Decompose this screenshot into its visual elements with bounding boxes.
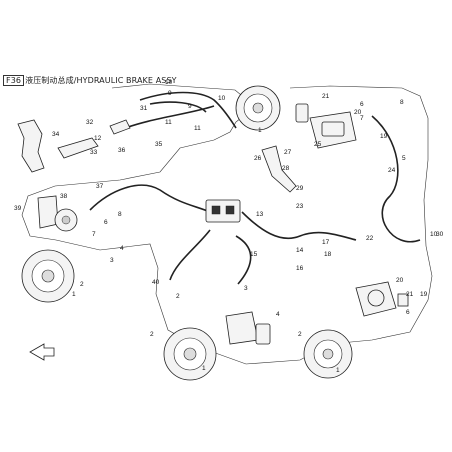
callout-3: 3 bbox=[110, 257, 114, 264]
callout-18: 18 bbox=[324, 251, 332, 258]
brake-disc-top-right bbox=[235, 85, 281, 131]
callout-38: 38 bbox=[60, 193, 68, 200]
callout-14: 14 bbox=[296, 247, 304, 254]
callout-2: 2 bbox=[298, 331, 302, 338]
callout-10: 10 bbox=[218, 95, 226, 102]
figure-title: 液压制动总成/HYDRAULIC BRAKE ASSY bbox=[25, 75, 177, 85]
diagram-title: F36 液压制动总成/HYDRAULIC BRAKE ASSY bbox=[3, 74, 177, 86]
callout-21: 21 bbox=[322, 93, 330, 100]
assembly-outline bbox=[21, 83, 433, 365]
callout-22: 22 bbox=[366, 235, 374, 242]
callout-20: 20 bbox=[396, 277, 404, 284]
callout-25: 25 bbox=[314, 141, 322, 148]
callout-10: 10 bbox=[430, 231, 438, 238]
brake-line-right bbox=[371, 115, 421, 243]
callout-7: 7 bbox=[92, 231, 96, 238]
bracket-26 bbox=[261, 145, 297, 193]
caliper-left bbox=[37, 195, 78, 232]
figure-code: F36 bbox=[3, 74, 25, 86]
callout-19: 19 bbox=[380, 133, 388, 140]
callout-16: 16 bbox=[296, 265, 304, 272]
callout-2: 2 bbox=[80, 281, 84, 288]
callout-31: 31 bbox=[140, 105, 148, 112]
callout-21: 21 bbox=[406, 291, 414, 298]
callout-12: 12 bbox=[94, 135, 102, 142]
callout-13: 13 bbox=[256, 211, 264, 218]
callout-33: 33 bbox=[90, 149, 98, 156]
callout-30: 30 bbox=[436, 231, 444, 238]
callout-26: 26 bbox=[254, 155, 262, 162]
callout-7: 7 bbox=[360, 115, 364, 122]
callout-9: 9 bbox=[168, 90, 172, 97]
callout-1: 1 bbox=[258, 127, 262, 134]
callout-6: 6 bbox=[360, 101, 364, 108]
callout-15: 15 bbox=[250, 251, 258, 258]
callout-2: 2 bbox=[150, 331, 154, 338]
callout-40: 40 bbox=[152, 279, 160, 286]
callout-17: 17 bbox=[322, 239, 330, 246]
caliper-bottom-center bbox=[225, 311, 271, 345]
callout-34: 34 bbox=[52, 131, 60, 138]
callout-9: 9 bbox=[188, 103, 192, 110]
callout-8: 8 bbox=[400, 99, 404, 106]
callout-6: 6 bbox=[406, 309, 410, 316]
callout-4: 4 bbox=[276, 311, 280, 318]
callout-1: 1 bbox=[202, 365, 206, 372]
brake-disc-left bbox=[21, 249, 75, 303]
callout-6: 6 bbox=[104, 219, 108, 226]
callout-36: 36 bbox=[118, 147, 126, 154]
distribution-block bbox=[205, 199, 241, 223]
callout-27: 27 bbox=[284, 149, 292, 156]
caliper-top-right bbox=[295, 103, 357, 149]
brake-lines-middle bbox=[89, 184, 357, 285]
callout-28: 28 bbox=[282, 165, 290, 172]
callout-5: 5 bbox=[402, 155, 406, 162]
callout-8: 8 bbox=[118, 211, 122, 218]
callout-39: 39 bbox=[14, 205, 22, 212]
callout-11: 11 bbox=[194, 125, 201, 132]
callout-1: 1 bbox=[336, 367, 340, 374]
callout-4: 4 bbox=[120, 245, 124, 252]
callout-1: 1 bbox=[72, 291, 76, 298]
direction-arrow bbox=[29, 343, 55, 361]
callout-23: 23 bbox=[296, 203, 304, 210]
callout-2: 2 bbox=[176, 293, 180, 300]
callout-29: 29 bbox=[296, 185, 304, 192]
callout-24: 24 bbox=[388, 167, 396, 174]
callout-11: 11 bbox=[165, 119, 172, 126]
callouts: 10 9 31 10 9 11 11 1 32 34 12 33 35 36 2… bbox=[14, 79, 444, 374]
brake-disc-bottom-right bbox=[303, 329, 353, 379]
brake-disc-bottom-left bbox=[163, 327, 217, 381]
callout-35: 35 bbox=[155, 141, 163, 148]
caliper-rear-right bbox=[355, 281, 409, 317]
callout-20: 20 bbox=[354, 109, 362, 116]
lever-assembly bbox=[17, 119, 131, 173]
callout-32: 32 bbox=[86, 119, 94, 126]
callout-19: 19 bbox=[420, 291, 428, 298]
callout-3: 3 bbox=[244, 285, 248, 292]
callout-10: 10 bbox=[165, 79, 173, 86]
callout-37: 37 bbox=[96, 183, 104, 190]
